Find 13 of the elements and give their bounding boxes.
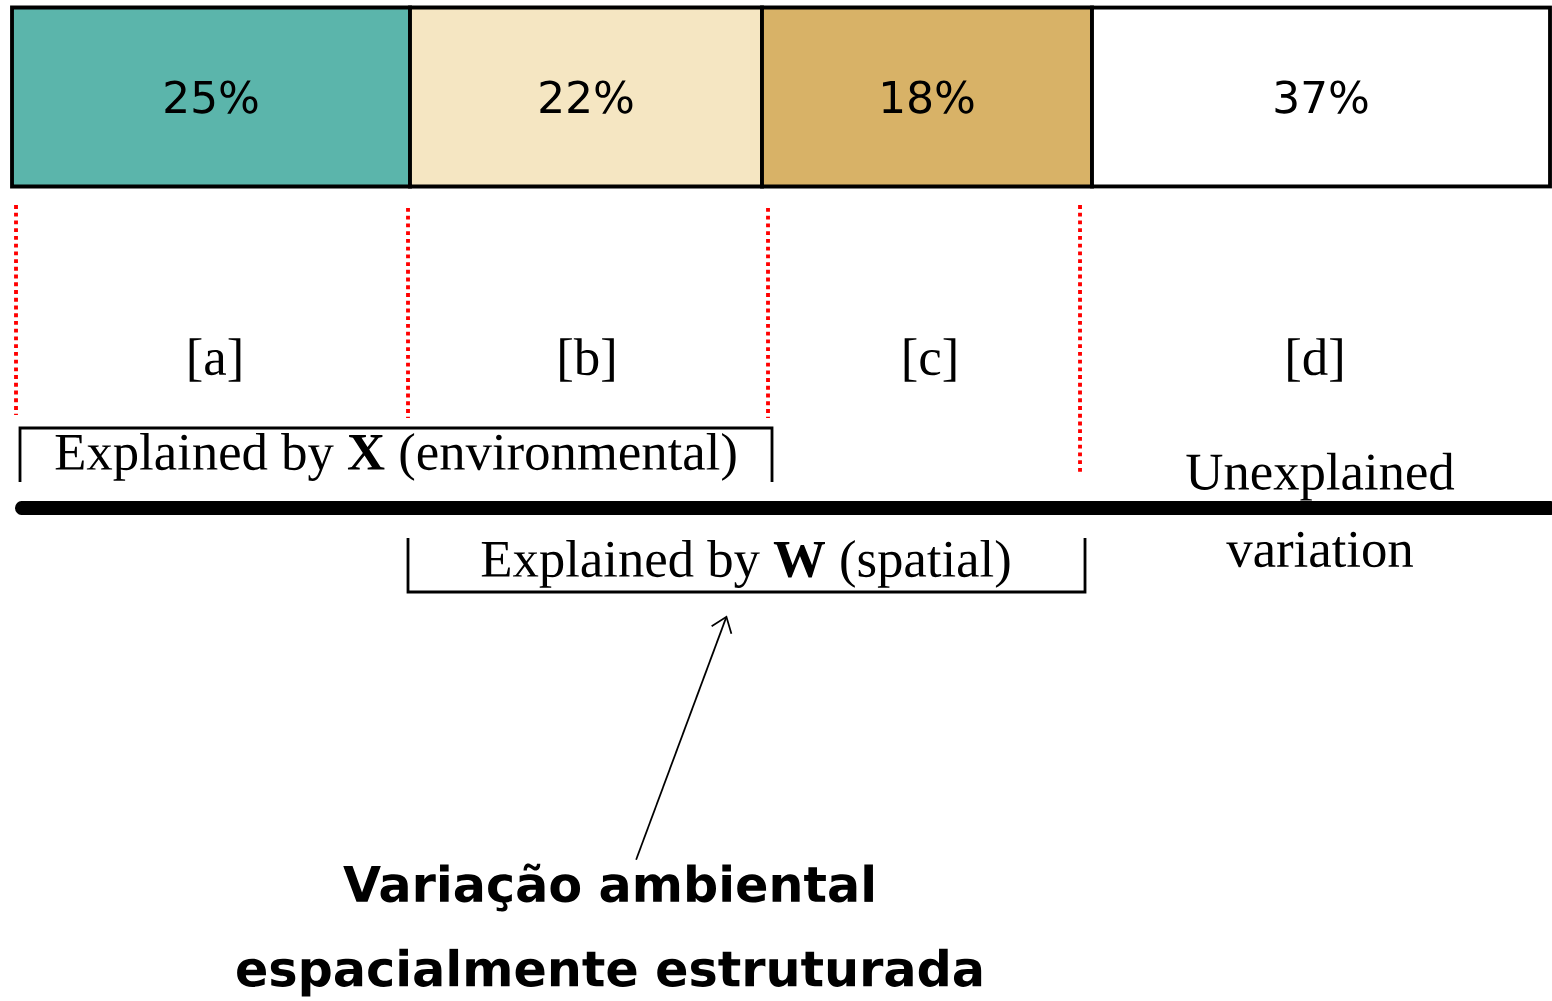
bar-segment: 18%	[760, 5, 1094, 189]
arrow	[635, 615, 733, 861]
segment-label: [c]	[904, 338, 956, 382]
bar-segment: 22%	[408, 5, 764, 189]
segment-label: [d]	[1288, 338, 1342, 382]
segment-label: [a]	[189, 338, 241, 382]
bracket: Explained by W (spatial)	[406, 538, 1087, 594]
bar-segment: 37%	[1090, 5, 1552, 189]
segment-label: [b]	[560, 338, 614, 382]
label-text: Unexplained variation	[1186, 452, 1455, 568]
bracket: Explained by X (environmental)	[18, 426, 774, 482]
bar-segment: 25%	[10, 5, 412, 189]
caption-text: Variação ambiental espacialmente estruturada	[237, 863, 982, 997]
